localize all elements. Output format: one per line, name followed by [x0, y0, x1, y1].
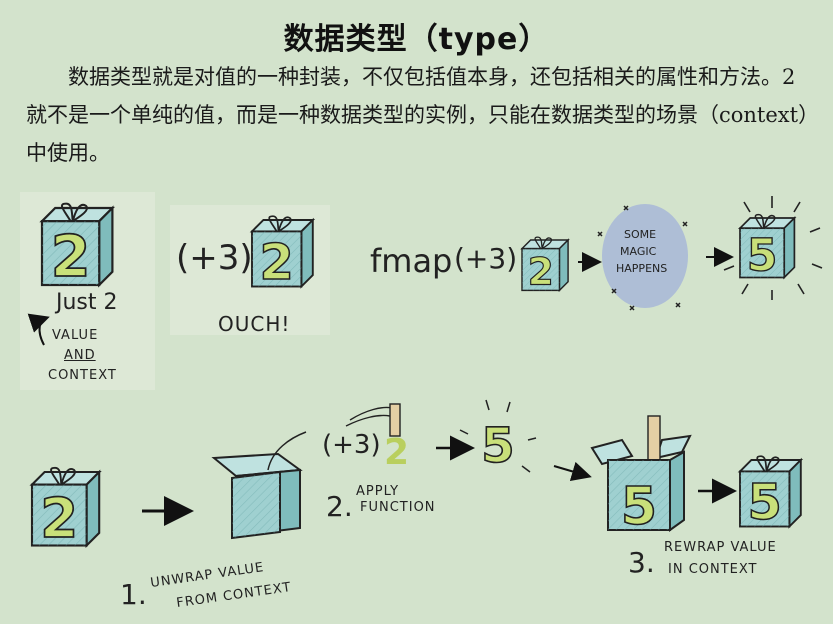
motion-line: [349, 406, 393, 421]
cloud-text-1: SOME: [624, 228, 657, 241]
value-5-label: 5: [748, 473, 782, 531]
value-2-label: 2: [51, 224, 91, 290]
hand: [389, 403, 401, 437]
page-title: 数据类型（type）: [283, 22, 550, 57]
value-2-label: 2: [528, 250, 554, 294]
apply-value: 2: [384, 432, 410, 473]
plus3-expression: (+3): [176, 238, 253, 278]
fmap-plus3-expression: (+3): [454, 242, 518, 275]
step1-number: 1.: [120, 578, 147, 611]
value-5-label: 5: [747, 231, 778, 282]
burst-lines: [723, 196, 823, 300]
cloud-text-2: MAGIC: [620, 245, 657, 258]
value-5-label: 5: [621, 477, 657, 537]
ouch-caption: OUCH!: [218, 312, 291, 336]
just-2-caption: Just 2: [56, 290, 118, 315]
fmap-label: fmap: [370, 242, 453, 280]
value-2-label: 2: [260, 233, 294, 291]
motion-line: [345, 414, 391, 427]
step2-number: 2.: [326, 490, 353, 523]
arrow: [553, 461, 592, 482]
box-start: 2: [30, 466, 101, 551]
box-opened: [211, 431, 307, 540]
magic-cloud: [602, 204, 688, 308]
step2-line2: FUNCTION: [360, 500, 436, 515]
box-just-2: 2: [40, 202, 114, 291]
box-fmap-result: 5: [739, 213, 796, 282]
and-note: AND: [64, 348, 96, 363]
intro-paragraph: 数据类型就是对值的一种封装，不仅包括值本身，还包括相关的属性和方法。2就不是一个…: [26, 65, 809, 165]
step3-number: 3.: [628, 546, 655, 579]
box-final: 5: [739, 455, 802, 532]
burst-lines: [459, 399, 537, 473]
cloud-text-3: HAPPENS: [616, 262, 668, 275]
box-fmap-input: 2: [521, 236, 569, 294]
step3-line2: IN CONTEXT: [668, 562, 758, 577]
value-2-label: 2: [40, 486, 78, 550]
value-5-label: 5: [481, 418, 514, 474]
box-rewrap: 5: [590, 415, 692, 538]
sparkles: [597, 205, 688, 311]
context-note: CONTEXT: [48, 368, 117, 383]
step2-line1: APPLY: [356, 484, 400, 499]
apply-expression: (+3): [322, 430, 381, 460]
value-note: VALUE: [52, 328, 99, 343]
step3-line1: REWRAP VALUE: [664, 540, 777, 555]
up-arrow: [27, 313, 50, 346]
box-ouch: 2: [251, 215, 314, 292]
